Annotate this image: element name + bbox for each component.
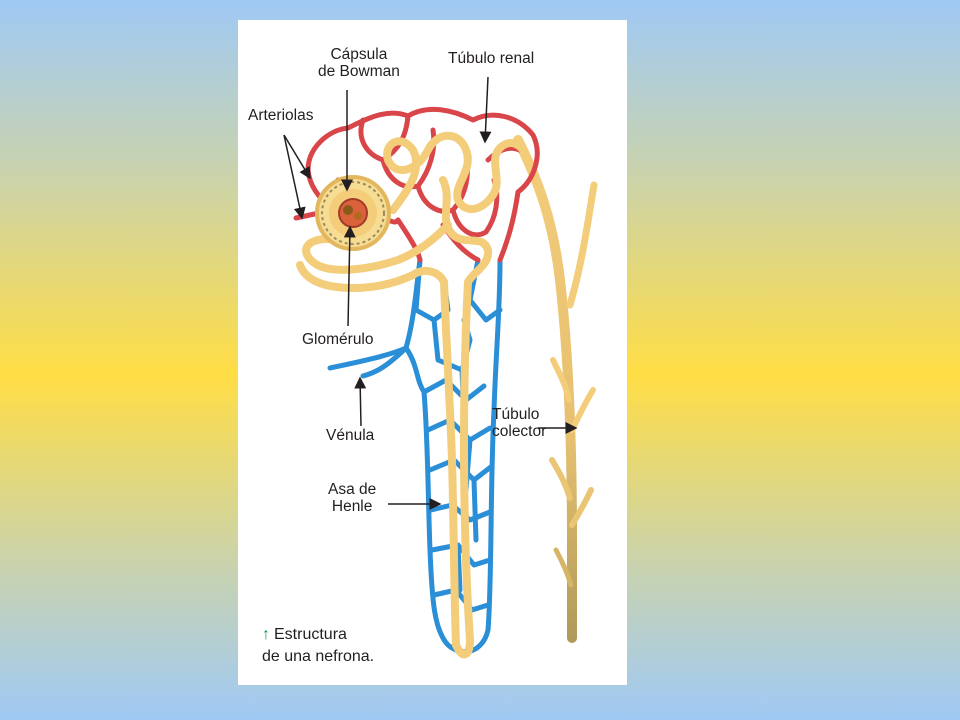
label-capsula-line2: de Bowman xyxy=(318,63,400,80)
label-tubulo-colector: Túbulo colector xyxy=(492,406,546,440)
pointer-lines xyxy=(283,76,578,510)
label-venula: Vénula xyxy=(326,427,375,444)
label-tubulo-renal: Túbulo renal xyxy=(448,50,535,67)
venous-network xyxy=(327,257,503,655)
caption-arrow-icon: ↑ xyxy=(262,626,270,643)
label-asa-line2: Henle xyxy=(331,498,373,515)
renal-tubule xyxy=(296,131,530,659)
label-glomerulo: Glomérulo xyxy=(302,331,374,348)
caption-line2: de una nefrona. xyxy=(262,648,375,665)
label-capsula-bowman: Cápsula de Bowman xyxy=(318,46,400,80)
label-arteriolas: Arteriolas xyxy=(248,107,314,124)
collecting-duct xyxy=(513,135,598,643)
label-capsula-line1: Cápsula xyxy=(330,46,388,63)
label-tubulo-colector-line2: colector xyxy=(492,423,547,440)
glomerulus xyxy=(338,198,368,228)
bowman-capsule xyxy=(315,175,391,251)
caption-line1: Estructura xyxy=(274,626,347,643)
diagram-card: Cápsula de Bowman Túbulo renal Arteriola… xyxy=(238,20,627,685)
nephron-diagram xyxy=(283,76,598,659)
label-tubulo-colector-line1: Túbulo xyxy=(492,406,540,423)
figure-caption: ↑Estructura de una nefrona. xyxy=(262,624,374,668)
label-asa-henle: Asa de Henle xyxy=(328,481,376,515)
label-asa-line1: Asa de xyxy=(328,481,377,498)
